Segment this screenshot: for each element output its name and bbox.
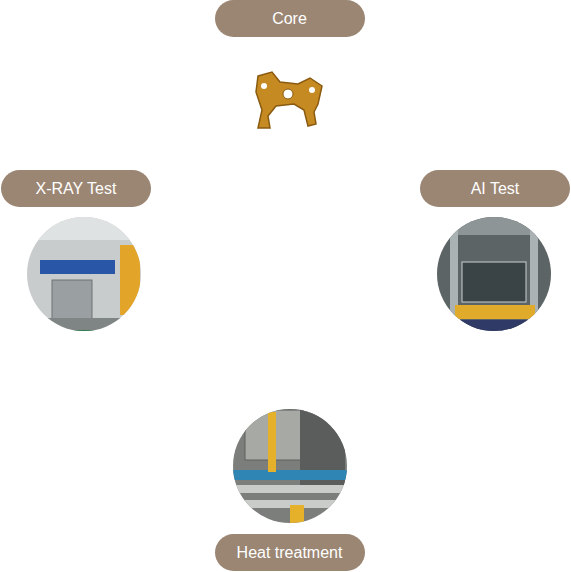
ai-test-photo xyxy=(430,210,560,340)
stage-label-text: X-RAY Test xyxy=(36,180,117,198)
xray-photo xyxy=(20,210,150,342)
stage-label-text: AI Test xyxy=(471,180,520,198)
stage-label: AI Test xyxy=(420,170,570,207)
heat-treatment-photo xyxy=(230,405,350,535)
stage-label-text: Core xyxy=(272,10,307,28)
stage-label: X-RAY Test xyxy=(1,170,151,207)
stage-label: Heat treatment xyxy=(215,534,365,571)
stage-label: Core xyxy=(215,0,365,37)
stage-label-text: Heat treatment xyxy=(237,544,343,562)
core-part xyxy=(256,72,322,128)
